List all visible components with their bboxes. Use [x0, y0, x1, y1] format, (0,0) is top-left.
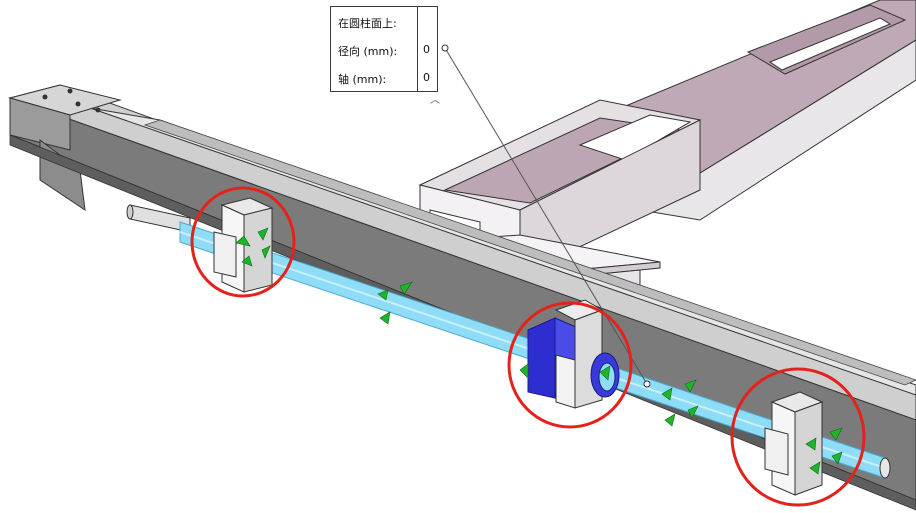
triad-mid-left [377, 281, 413, 325]
callout-title-row: 在圆柱面上: [331, 7, 437, 35]
chevron-up-icon[interactable]: ︿ [430, 95, 440, 106]
highlight-circle-middle [507, 301, 633, 429]
middle-nut[interactable] [527, 299, 620, 409]
radial-row[interactable]: 径向 (mm): 0 [331, 35, 437, 63]
cylinder-position-callout[interactable]: 在圆柱面上: 径向 (mm): 0 轴 (mm): 0 [330, 6, 438, 92]
callout-leader-line [441, 44, 651, 388]
radial-value[interactable]: 0 [423, 43, 430, 56]
triad-nut [519, 363, 611, 381]
triad-right [805, 427, 843, 475]
highlight-circle-left [190, 186, 296, 298]
axial-value[interactable]: 0 [423, 71, 430, 84]
right-bearing-block[interactable] [764, 391, 824, 496]
highlight-circles [190, 186, 866, 507]
triad-arrows[interactable] [235, 227, 843, 475]
highlight-circle-right [730, 367, 866, 507]
radial-label: 径向 (mm): [338, 45, 398, 58]
axial-label: 轴 (mm): [338, 73, 387, 86]
callout-column-divider [417, 7, 418, 91]
callout-title: 在圆柱面上: [338, 17, 397, 30]
left-bearing-block[interactable] [213, 197, 274, 293]
axial-row[interactable]: 轴 (mm): 0 [331, 63, 437, 91]
triad-left [235, 227, 271, 267]
triad-mid-right [661, 379, 699, 427]
